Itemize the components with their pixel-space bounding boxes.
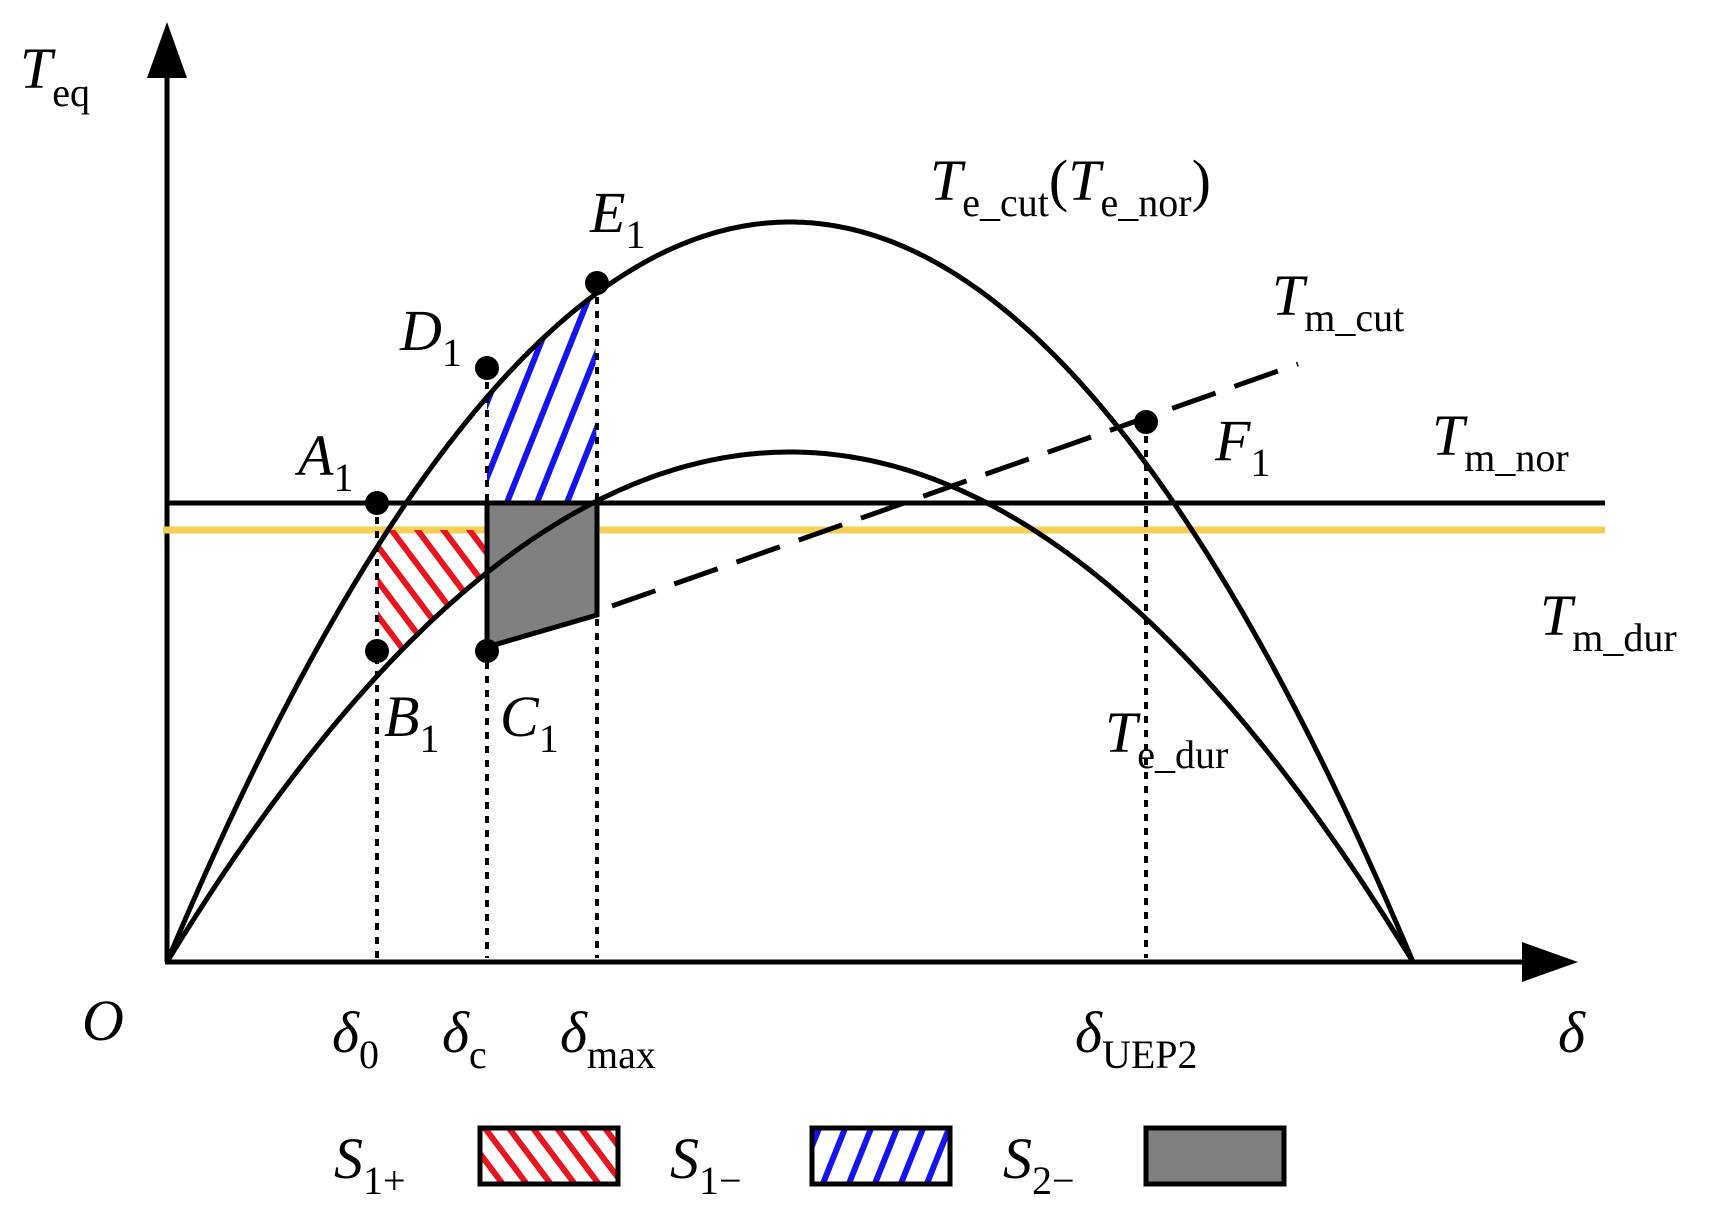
hatch-line: [745, 1128, 767, 1184]
legend-label-s1-plus: S1+: [334, 1126, 406, 1203]
label-t-m-dur: Tm_dur: [1540, 583, 1677, 660]
hatch-line: [591, 294, 597, 503]
t-m-cut-line: [611, 361, 1299, 609]
label-d1: D1: [399, 298, 462, 375]
hatch-line: [820, 1128, 848, 1184]
hatch-line: [480, 1180, 482, 1184]
hatch-line: [979, 1128, 1001, 1184]
tick-label-delta-c: δc: [442, 1000, 487, 1077]
origin-label: O: [82, 988, 124, 1053]
hatch-line: [228, 520, 333, 660]
t-e-cut-curve: [164, 219, 1416, 963]
label-t-m-nor: Tm_nor: [1432, 403, 1569, 480]
hatch-line: [846, 1128, 874, 1184]
hatch-line: [377, 530, 414, 662]
hatch-line: [459, 530, 487, 662]
label-t-e-dur: Te_dur: [1105, 700, 1228, 777]
point-d1: [475, 356, 499, 380]
hatch-line: [413, 1128, 455, 1184]
x-axis-arrow-icon: [1522, 942, 1578, 982]
hatch-line: [531, 294, 597, 503]
point-f1: [1134, 410, 1158, 434]
s1-plus-region: [202, 520, 749, 662]
hatch-line: [654, 280, 746, 510]
hatch-line: [377, 530, 388, 662]
hatch-line: [812, 1128, 822, 1155]
y-axis-label: Teq: [20, 36, 90, 115]
hatch-line: [530, 1128, 578, 1184]
tick-label-delta-0: δ0: [332, 1000, 379, 1077]
hatch-line: [684, 280, 776, 510]
hatch-line: [624, 280, 716, 510]
hatch-line: [834, 280, 926, 510]
hatch-line: [924, 1128, 950, 1184]
hatch-line: [898, 1128, 926, 1184]
hatch-line: [561, 294, 597, 503]
label-a1: A1: [294, 423, 353, 500]
hatch-line: [204, 280, 296, 510]
label-f1: F1: [1214, 408, 1270, 485]
legend-swatch-s1-minus: [809, 1125, 953, 1187]
hatch-line: [714, 280, 806, 510]
hatch-line: [771, 1128, 793, 1184]
hatch-line: [644, 520, 749, 660]
hatch-line: [618, 520, 723, 660]
y-axis-arrow-icon: [147, 22, 187, 78]
hatch-line: [433, 530, 487, 662]
legend-swatch-s2-minus: [1143, 1125, 1287, 1187]
hatch-line: [482, 1128, 530, 1184]
s2-minus-region: [484, 500, 600, 651]
legend: S1+ S1− S2−: [334, 1125, 1287, 1203]
hatch-line: [872, 1128, 900, 1184]
hatch-line: [804, 280, 896, 510]
x-axis-label: δ: [1558, 1000, 1586, 1065]
label-c1: C1: [500, 684, 559, 761]
t-e-dur-curve: [164, 449, 1416, 964]
hatch-line: [744, 280, 836, 510]
tick-label-delta-max: δmax: [560, 1000, 656, 1077]
legend-label-s1-minus: S1−: [670, 1126, 742, 1203]
label-b1: B1: [384, 684, 439, 761]
hatch-line: [592, 520, 697, 660]
legend-label-s2-minus: S2−: [1003, 1126, 1075, 1203]
legend-swatch-s1-plus: [477, 1125, 621, 1187]
hatch-line: [953, 1128, 975, 1184]
hatch-line: [864, 280, 956, 510]
hatch-line: [554, 1128, 602, 1184]
point-e1: [585, 271, 609, 295]
hatch-line: [254, 520, 359, 660]
point-a1: [365, 491, 389, 515]
hatch-line: [602, 1128, 618, 1151]
point-b1: [365, 639, 389, 663]
label-t-m-cut: Tm_cut: [1272, 263, 1404, 340]
hatch-line: [506, 1128, 554, 1184]
label-e1: E1: [589, 180, 645, 257]
hatch-line: [202, 520, 307, 660]
label-t-e-cut: Te_cut(Te_nor): [930, 148, 1211, 225]
hatch-line: [774, 280, 866, 510]
point-c1: [475, 639, 499, 663]
tick-label-delta-uep2: δUEP2: [1075, 1000, 1198, 1077]
hatch-line: [381, 530, 487, 662]
hatch-line: [501, 294, 597, 503]
hatch-line: [629, 1128, 671, 1184]
